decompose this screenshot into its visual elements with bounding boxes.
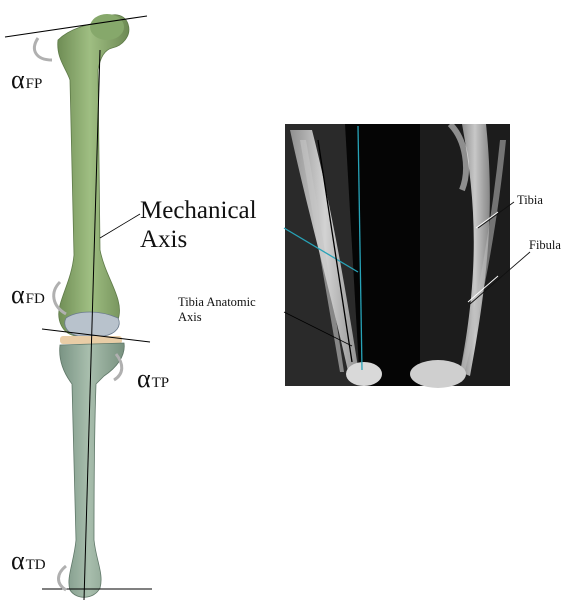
alpha-fp-label: αFP <box>11 67 42 93</box>
tibia-label: Tibia <box>517 193 543 208</box>
tibia-bone-model <box>60 343 125 597</box>
tibia-anatomic-axis-label: Tibia Anatomic Axis <box>178 295 256 325</box>
alpha-fd-label: αFD <box>11 282 45 308</box>
alpha-td-label: αTD <box>11 548 46 574</box>
knee-joint <box>60 312 122 344</box>
mechanical-axis-label: Mechanical Axis <box>140 197 257 255</box>
fibula-label: Fibula <box>529 238 561 253</box>
alpha-tp-label: αTP <box>137 366 169 392</box>
xray-image <box>285 124 510 388</box>
